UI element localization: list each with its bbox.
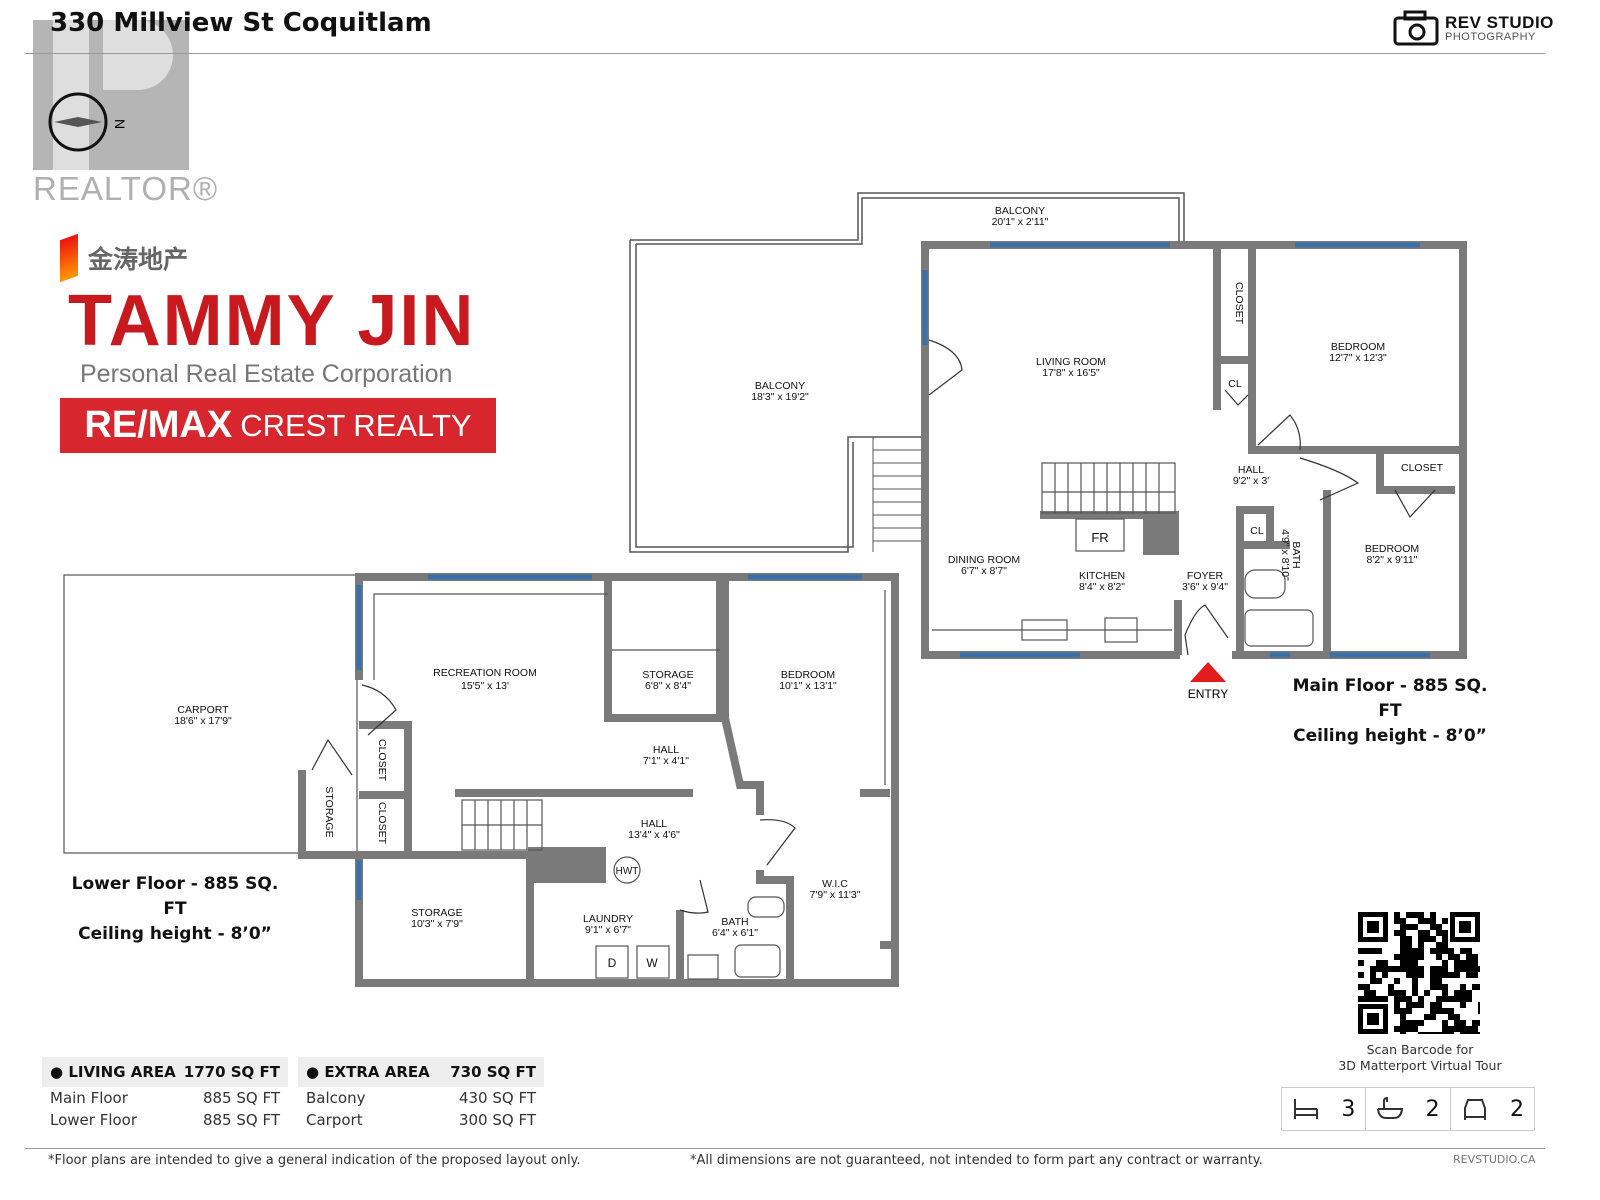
entry-label: ENTRY [1188, 687, 1228, 701]
svg-text:LIVING ROOM: LIVING ROOM [1036, 356, 1106, 368]
footer-site: REVSTUDIO.CA [1453, 1153, 1536, 1166]
main-floor-windows [922, 242, 1430, 658]
car-icon [1463, 1099, 1486, 1120]
qr-code[interactable] [1358, 912, 1484, 1038]
svg-text:CL: CL [1250, 525, 1264, 537]
svg-text:BEDROOM: BEDROOM [1331, 341, 1385, 353]
svg-text:BATH: BATH [721, 916, 748, 928]
carport-outline [63, 574, 358, 854]
svg-text:4'9" x 8'10": 4'9" x 8'10" [1279, 529, 1291, 581]
svg-text:STORAGE: STORAGE [323, 786, 335, 837]
svg-text:KITCHEN: KITCHEN [1079, 570, 1125, 582]
svg-text:3'6" x 9'4": 3'6" x 9'4" [1182, 581, 1228, 593]
svg-text:7'9" x 11'3": 7'9" x 11'3" [810, 889, 861, 901]
svg-text:10'3" x 7'9": 10'3" x 7'9" [411, 918, 463, 930]
svg-text:18'3" x 19'2": 18'3" x 19'2" [751, 391, 809, 403]
camera-icon [1393, 10, 1439, 46]
svg-text:13'4" x 4'6": 13'4" x 4'6" [628, 829, 680, 841]
bed-icon [1294, 1099, 1318, 1119]
entry-marker-icon [1190, 662, 1226, 682]
svg-text:8'4" x 8'2": 8'4" x 8'2" [1079, 581, 1125, 593]
svg-text:15'5" x 13': 15'5" x 13' [461, 680, 509, 692]
svg-text:HALL: HALL [653, 744, 679, 756]
agent-name: TAMMY JIN [68, 281, 476, 361]
main-floor-stairs [932, 462, 1314, 647]
main-floor-walls [921, 241, 1467, 659]
svg-text:BEDROOM: BEDROOM [1365, 543, 1419, 555]
svg-text:9'1" x 6'7": 9'1" x 6'7" [585, 924, 631, 936]
svg-text:CLOSET: CLOSET [376, 802, 388, 845]
svg-text:BEDROOM: BEDROOM [781, 669, 835, 681]
main-floor-doors [928, 339, 1436, 656]
svg-text:18'6" x 17'9": 18'6" x 17'9" [174, 715, 232, 727]
svg-text:CARPORT: CARPORT [177, 704, 229, 716]
agent-title: Personal Real Estate Corporation [80, 360, 453, 388]
svg-text:N: N [112, 119, 128, 129]
svg-text:7'1" x 4'1": 7'1" x 4'1" [643, 755, 689, 767]
svg-text:HALL: HALL [641, 818, 667, 830]
svg-text:W.I.C: W.I.C [822, 878, 848, 890]
svg-text:FR: FR [1091, 530, 1108, 545]
footer-note-left: *Floor plans are intended to give a gene… [48, 1153, 581, 1168]
footer-note-right: *All dimensions are not guaranteed, not … [690, 1153, 1263, 1168]
svg-text:17'8" x 16'5": 17'8" x 16'5" [1042, 367, 1100, 379]
property-counts: 3 2 2 [1281, 1087, 1535, 1131]
svg-text:BALCONY: BALCONY [995, 205, 1045, 217]
svg-text:HWT: HWT [616, 866, 639, 877]
realtor-wordmark: REALTOR® [33, 170, 219, 207]
lower-floor-windows [356, 574, 862, 900]
svg-text:DINING ROOM: DINING ROOM [948, 554, 1020, 566]
property-address: 330 Millview St Coquitlam [50, 8, 432, 38]
header-divider [25, 53, 1545, 54]
svg-text:CLOSET: CLOSET [1233, 282, 1245, 325]
svg-text:STORAGE: STORAGE [411, 907, 462, 919]
footer-divider [25, 1148, 1545, 1149]
svg-text:LAUNDRY: LAUNDRY [583, 913, 633, 925]
svg-text:CL: CL [1228, 378, 1242, 390]
svg-text:10'1" x 13'1": 10'1" x 13'1" [779, 680, 837, 692]
svg-text:BATH: BATH [1290, 541, 1302, 568]
chinese-brand-name: 金涛地产 [88, 245, 189, 274]
main-exterior-stairs [872, 437, 923, 552]
lower-floor-doors [311, 684, 796, 914]
svg-text:FOYER: FOYER [1187, 570, 1224, 582]
svg-text:9'2" x 3': 9'2" x 3' [1233, 475, 1269, 487]
svg-text:6'4" x 6'1": 6'4" x 6'1" [712, 927, 758, 939]
bathtub-icon [1377, 1097, 1404, 1119]
svg-text:12'7" x 12'3": 12'7" x 12'3" [1329, 352, 1387, 364]
svg-text:RECREATION ROOM: RECREATION ROOM [433, 667, 537, 679]
svg-text:HALL: HALL [1238, 464, 1264, 476]
svg-text:W: W [646, 956, 658, 970]
svg-text:8'2" x 9'11": 8'2" x 9'11" [1367, 554, 1418, 566]
lower-floor-stairs-fixtures [373, 590, 886, 980]
svg-text:D: D [608, 956, 617, 970]
svg-text:BALCONY: BALCONY [755, 380, 805, 392]
svg-text:CLOSET: CLOSET [376, 739, 388, 782]
svg-text:6'8" x 8'4": 6'8" x 8'4" [645, 680, 691, 692]
svg-text:STORAGE: STORAGE [642, 669, 693, 681]
svg-text:20'1" x 2'11": 20'1" x 2'11" [992, 216, 1049, 228]
svg-text:CLOSET: CLOSET [1401, 462, 1444, 474]
north-compass-icon: N [48, 92, 138, 156]
svg-text:6'7" x 8'7": 6'7" x 8'7" [961, 565, 1007, 577]
